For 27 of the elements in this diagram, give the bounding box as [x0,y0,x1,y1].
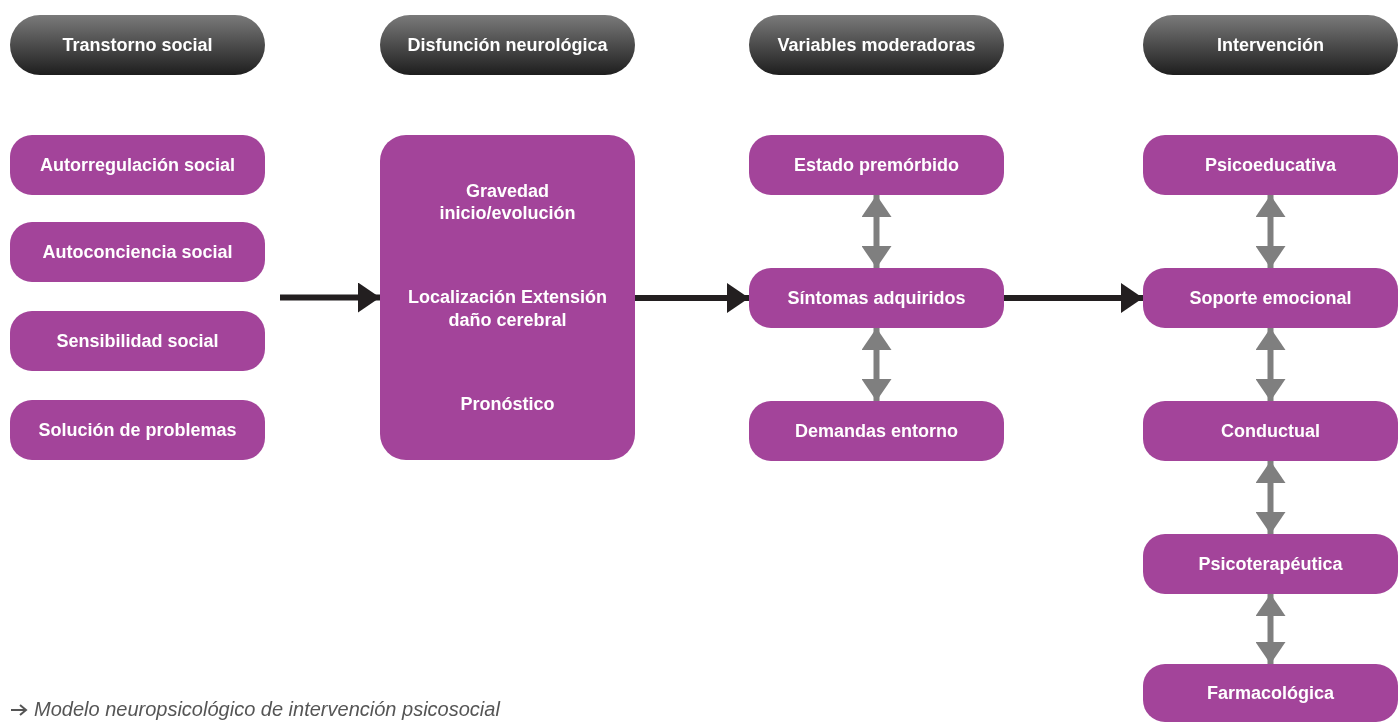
arrow [280,282,380,313]
double-arrow [1255,461,1286,534]
process-box: Farmacológica [1143,664,1398,722]
process-box: Conductual [1143,401,1398,461]
column-header: Transtorno social [10,15,265,75]
arrow [635,283,749,313]
process-box: Psicoeducativa [1143,135,1398,195]
column-header: Intervención [1143,15,1398,75]
process-box: Gravedad inicio/evolución Localización Extensión daño cerebral Pronóstico [380,135,635,460]
process-box: Sensibilidad social [10,311,265,371]
column-header: Variables moderadoras [749,15,1004,75]
process-box: Solución de problemas [10,400,265,460]
process-box: Soporte emocional [1143,268,1398,328]
double-arrow [1255,195,1286,268]
column-header: Disfunción neurológica [380,15,635,75]
caption: Modelo neuropsicológico de intervención psicosocial [34,698,500,721]
double-arrow [861,195,892,268]
process-box: Autorregulación social [10,135,265,195]
process-box: Psicoterapéutica [1143,534,1398,594]
process-box: Demandas entorno [749,401,1004,461]
process-box: Estado premórbido [749,135,1004,195]
double-arrow [1255,594,1286,664]
arrow [1004,283,1143,313]
process-box: Síntomas adquiridos [749,268,1004,328]
double-arrow [861,328,892,401]
process-box: Autoconciencia social [10,222,265,282]
double-arrow [1255,328,1286,401]
